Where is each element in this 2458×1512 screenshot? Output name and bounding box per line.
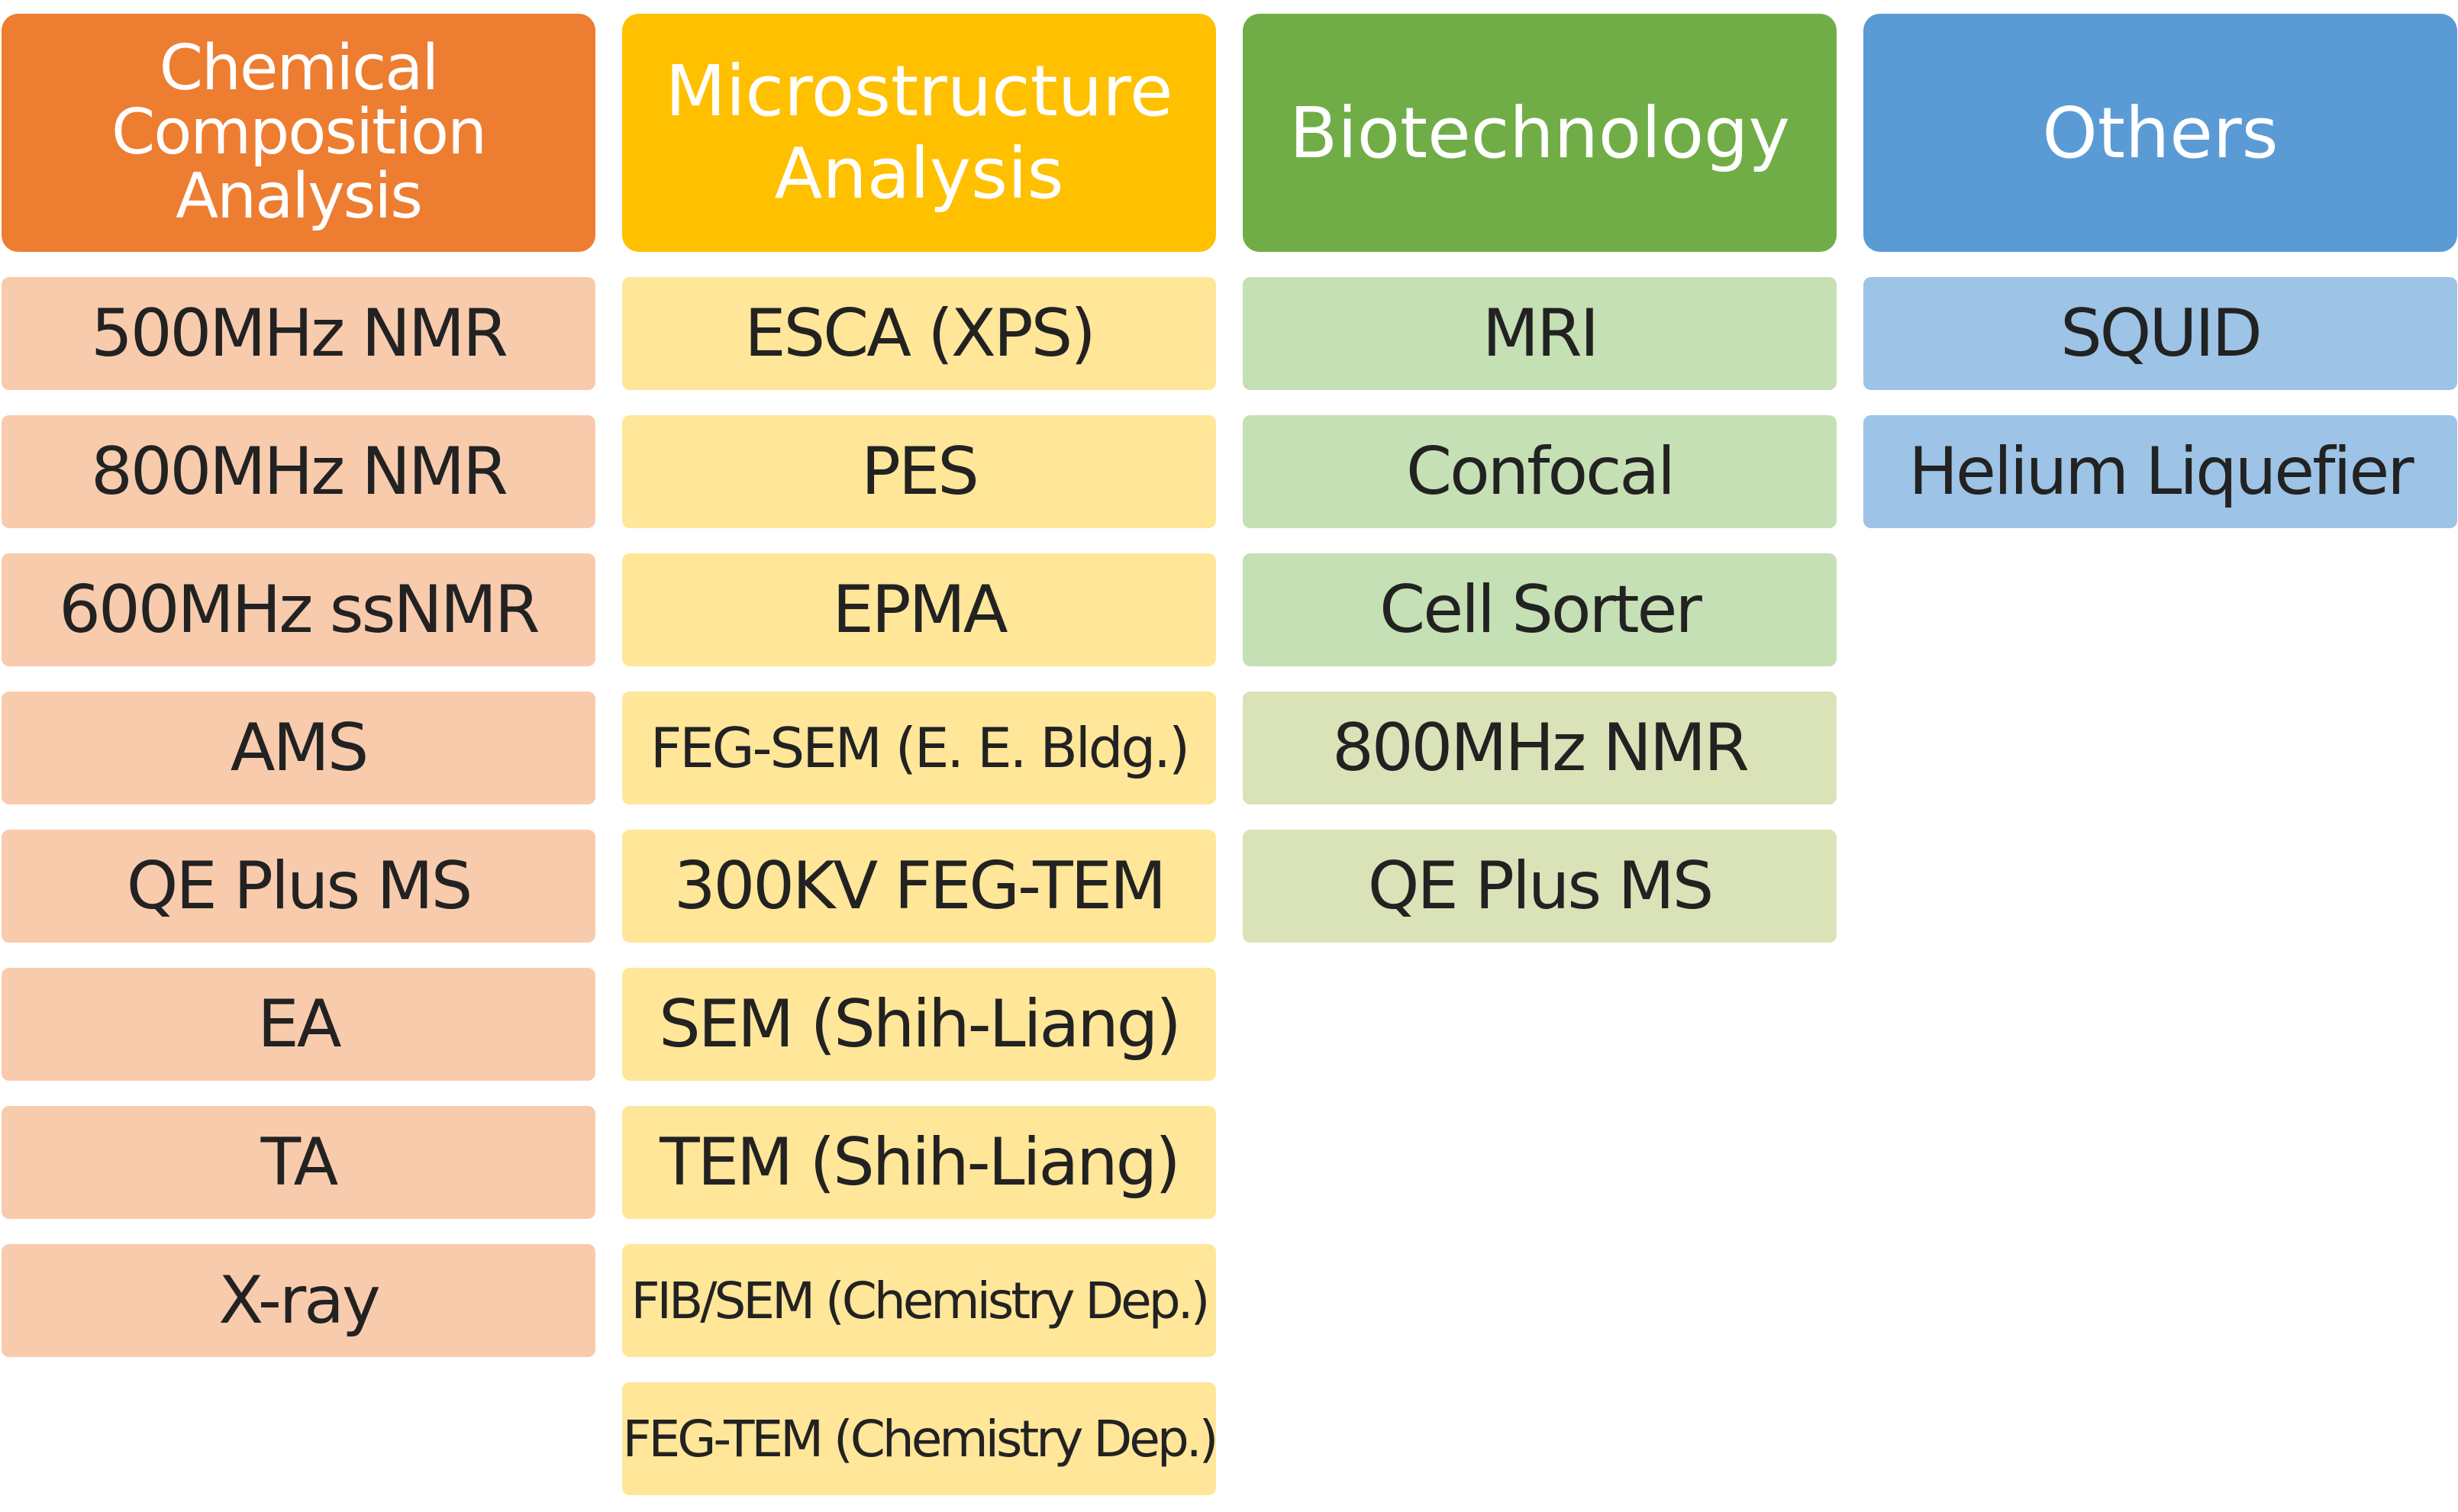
instrument-cell: TEM (Shih-Liang) (622, 1106, 1216, 1219)
instrument-cell: FEG-TEM (Chemistry Dep.) (622, 1382, 1216, 1495)
instrument-cell: QE Plus MS (2, 830, 595, 943)
column-chemical-composition: Chemical Composition Analysis 500MHz NMR… (2, 14, 595, 1357)
header-biotechnology: Biotechnology (1243, 14, 1837, 252)
instrument-cell: SQUID (1863, 277, 2457, 390)
instrument-cell: FIB/SEM (Chemistry Dep.) (622, 1244, 1216, 1357)
header-line: Biotechnology (1289, 92, 1790, 174)
column-others: Others SQUID Helium Liquefier (1863, 14, 2457, 528)
column-microstructure: Microstructure Analysis ESCA (XPS) PES E… (622, 14, 1216, 1495)
instrument-cell: SEM (Shih-Liang) (622, 968, 1216, 1081)
instrument-cell: PES (622, 415, 1216, 528)
header-chemical-composition-analysis: Chemical Composition Analysis (2, 14, 595, 252)
header-line: Composition (111, 96, 487, 169)
instrument-cell: 300KV FEG-TEM (622, 830, 1216, 943)
instrument-cell: 800MHz NMR (1243, 692, 1837, 804)
instrument-cell: 500MHz NMR (2, 277, 595, 390)
header-others: Others (1863, 14, 2457, 252)
instrument-cell: FEG-SEM (E. E. Bldg.) (622, 692, 1216, 804)
instrument-cell: Confocal (1243, 415, 1837, 528)
instrument-cell: TA (2, 1106, 595, 1219)
header-line: Chemical (159, 32, 439, 105)
instrument-cell: EPMA (622, 553, 1216, 666)
instrument-cell: Helium Liquefier (1863, 415, 2457, 528)
header-microstructure-analysis: Microstructure Analysis (622, 14, 1216, 252)
instrument-cell: 600MHz ssNMR (2, 553, 595, 666)
instrument-cell: X-ray (2, 1244, 595, 1357)
column-biotechnology: Biotechnology MRI Confocal Cell Sorter 8… (1243, 14, 1837, 943)
header-line: Others (2042, 92, 2279, 174)
instrument-cell: ESCA (XPS) (622, 277, 1216, 390)
instrument-cell: EA (2, 968, 595, 1081)
instrument-cell: MRI (1243, 277, 1837, 390)
instrument-cell: AMS (2, 692, 595, 804)
header-line: Analysis (774, 133, 1064, 214)
header-line: Analysis (176, 160, 423, 233)
instrument-cell: Cell Sorter (1243, 553, 1837, 666)
instrument-cell: 800MHz NMR (2, 415, 595, 528)
header-line: Microstructure (665, 50, 1173, 132)
instrument-cell: QE Plus MS (1243, 830, 1837, 943)
